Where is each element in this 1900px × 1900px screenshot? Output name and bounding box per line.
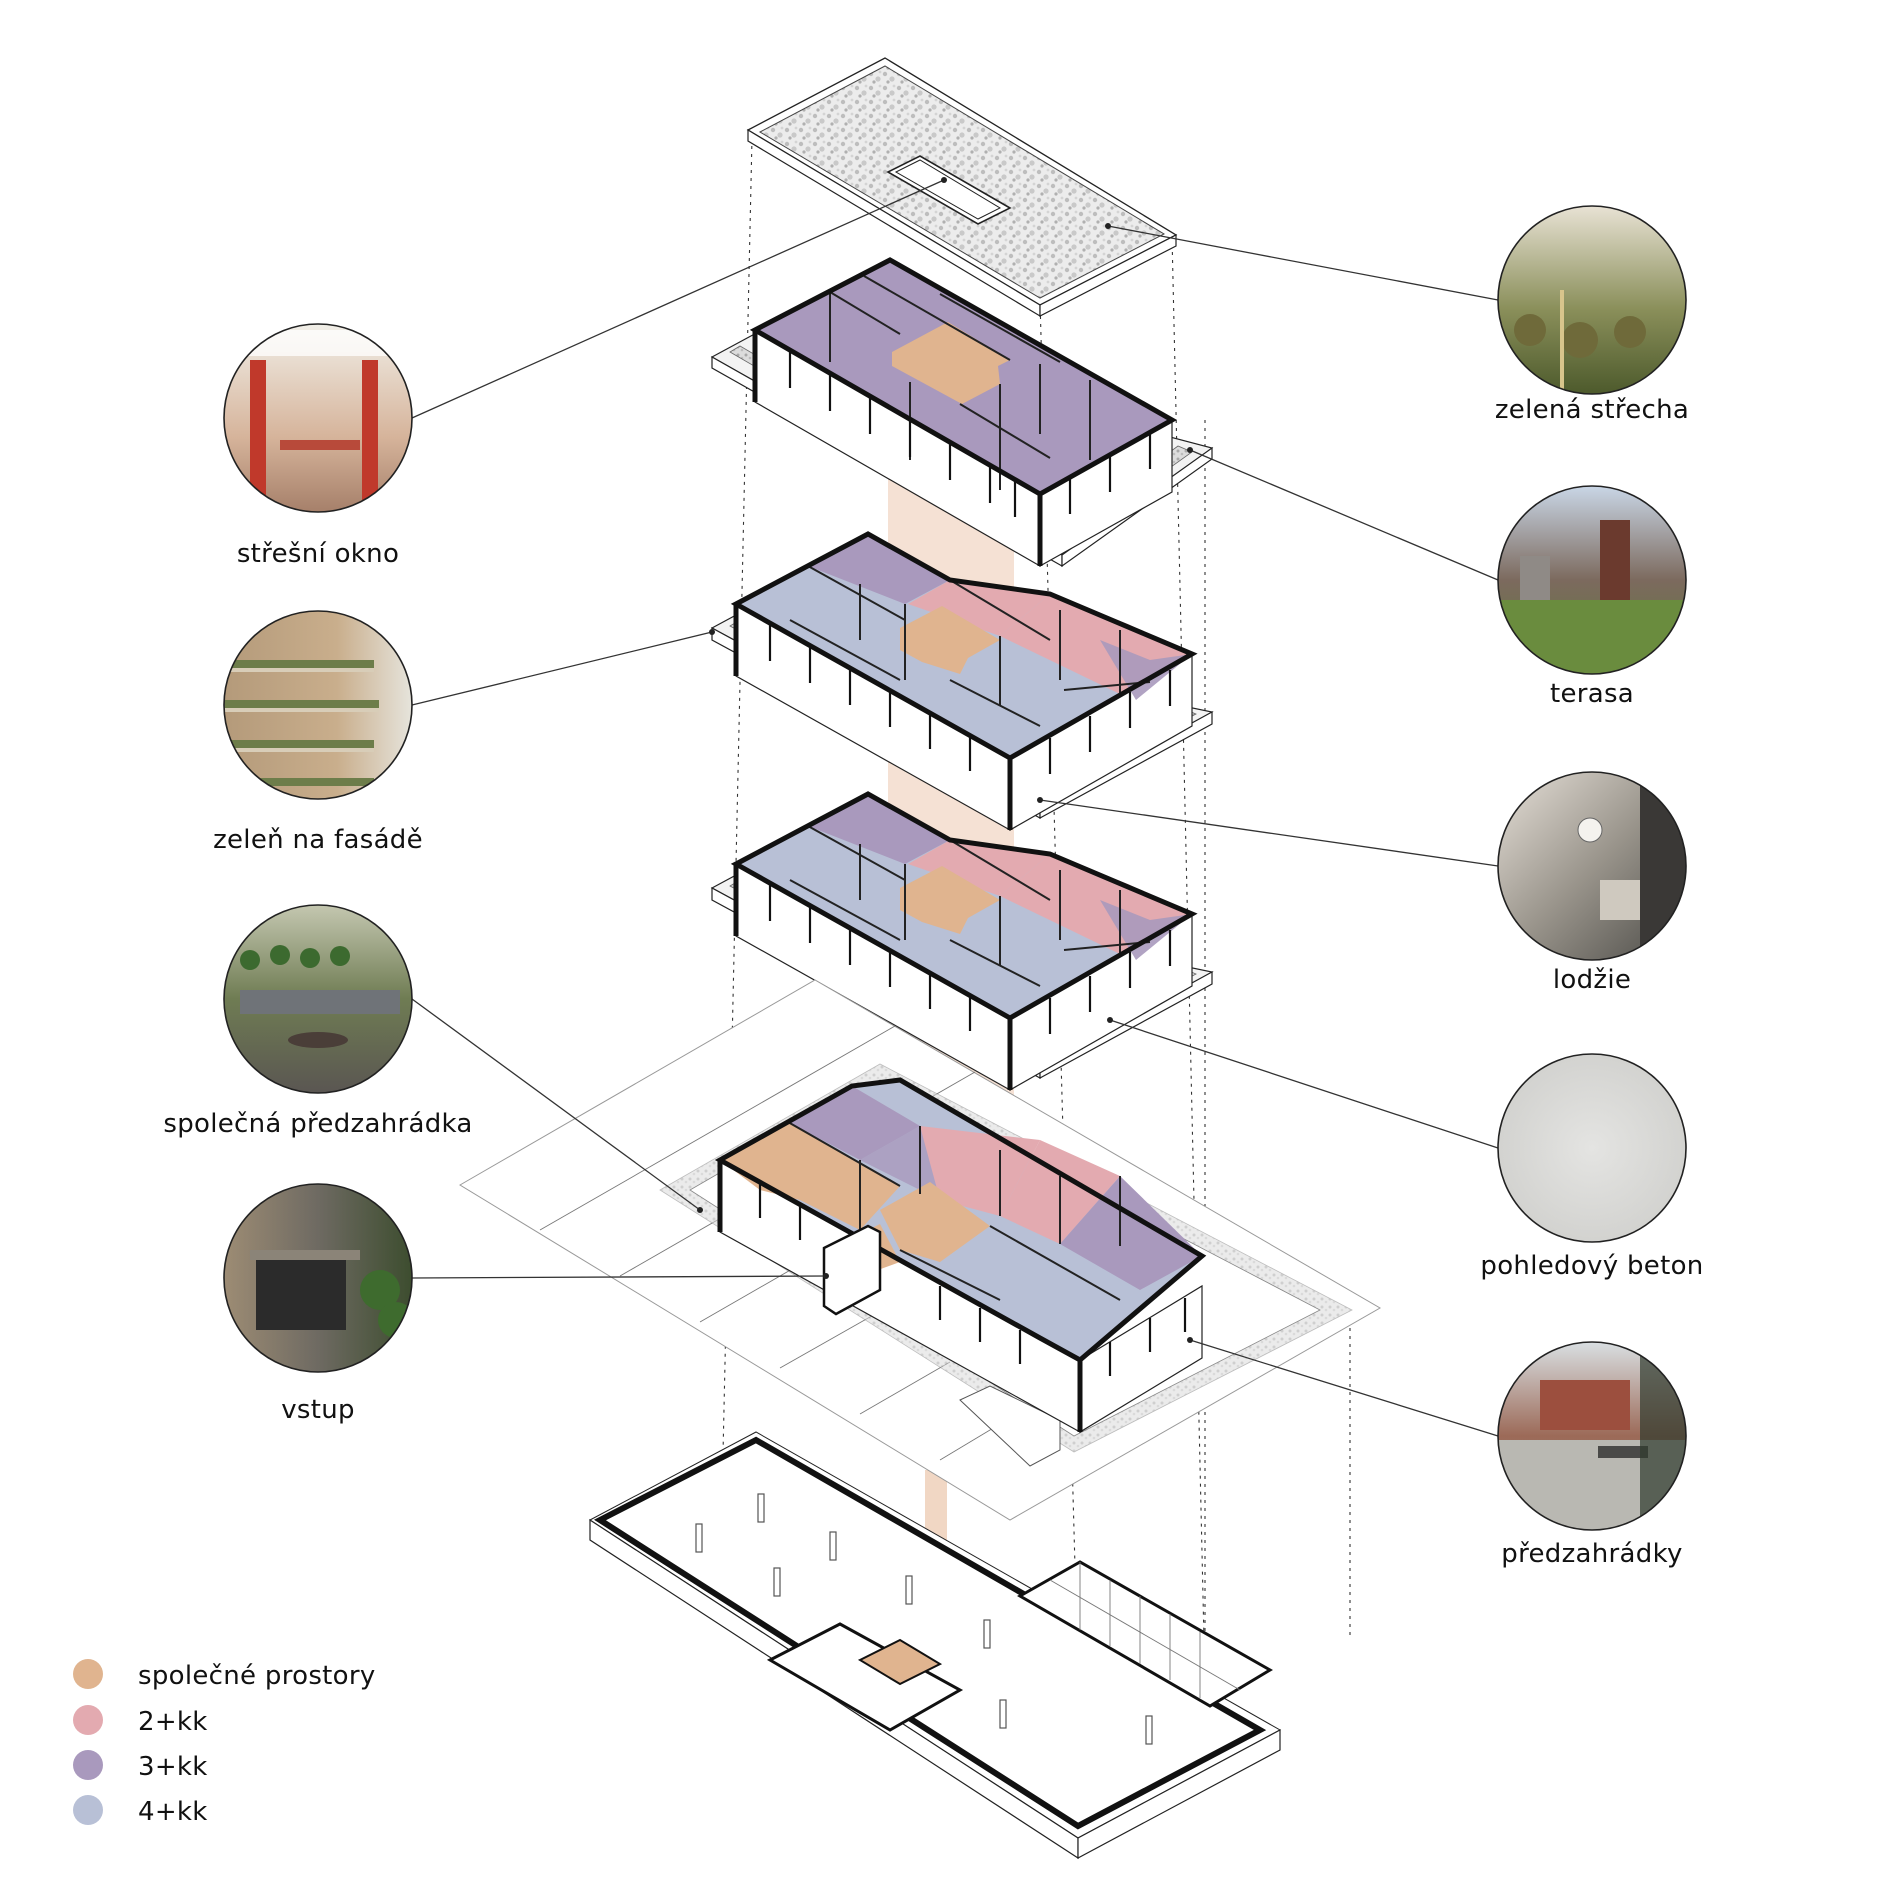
legend-swatch: [73, 1750, 103, 1780]
legend-swatch: [73, 1705, 103, 1735]
photo-stresni-okno: [223, 323, 413, 513]
caption-pohledovy-beton: pohledový beton: [1480, 1251, 1703, 1281]
basement: [589, 1431, 1282, 1860]
caption-spolecna-predzahradka: společná předzahrádka: [163, 1109, 472, 1139]
photo-spolecna-predzahradka: [223, 904, 413, 1094]
photo-predzahradky: [1497, 1341, 1687, 1531]
caption-zelen-na-fasade: zeleň na fasádě: [213, 825, 423, 855]
caption-predzahradky: předzahrádky: [1501, 1539, 1682, 1569]
legend-label: 2+kk: [138, 1707, 208, 1737]
floor-2: [710, 791, 1214, 1092]
legend: společné prostory 2+kk 3+kk 4+kk: [73, 1659, 376, 1827]
photo-vstup: [223, 1183, 413, 1373]
caption-lodzie: lodžie: [1553, 965, 1631, 995]
photo-zelena-strecha: [1497, 205, 1687, 395]
caption-stresni-okno: střešní okno: [237, 539, 399, 569]
floor-3: [710, 531, 1214, 832]
legend-label: 4+kk: [138, 1797, 208, 1827]
caption-terasa: terasa: [1550, 679, 1634, 709]
caption-zelena-strecha: zelená střecha: [1495, 395, 1689, 425]
photo-terasa: [1497, 485, 1687, 675]
roof-slab: [746, 57, 1178, 318]
legend-item: 3+kk: [73, 1750, 208, 1782]
floor-top: [710, 257, 1214, 568]
leader-lines: [411, 177, 1499, 1437]
legend-item: 2+kk: [73, 1705, 208, 1737]
legend-item: 4+kk: [73, 1795, 208, 1827]
floor-ground: [714, 1077, 1207, 1434]
photo-pohledovy-beton: [1497, 1053, 1687, 1243]
photo-lodzie: [1497, 771, 1687, 961]
legend-item: společné prostory: [73, 1659, 376, 1691]
photo-zelen-na-fasade: [223, 610, 413, 800]
legend-swatch: [73, 1659, 103, 1689]
legend-label: společné prostory: [138, 1661, 376, 1691]
legend-swatch: [73, 1795, 103, 1825]
legend-label: 3+kk: [138, 1752, 208, 1782]
caption-vstup: vstup: [281, 1395, 355, 1425]
